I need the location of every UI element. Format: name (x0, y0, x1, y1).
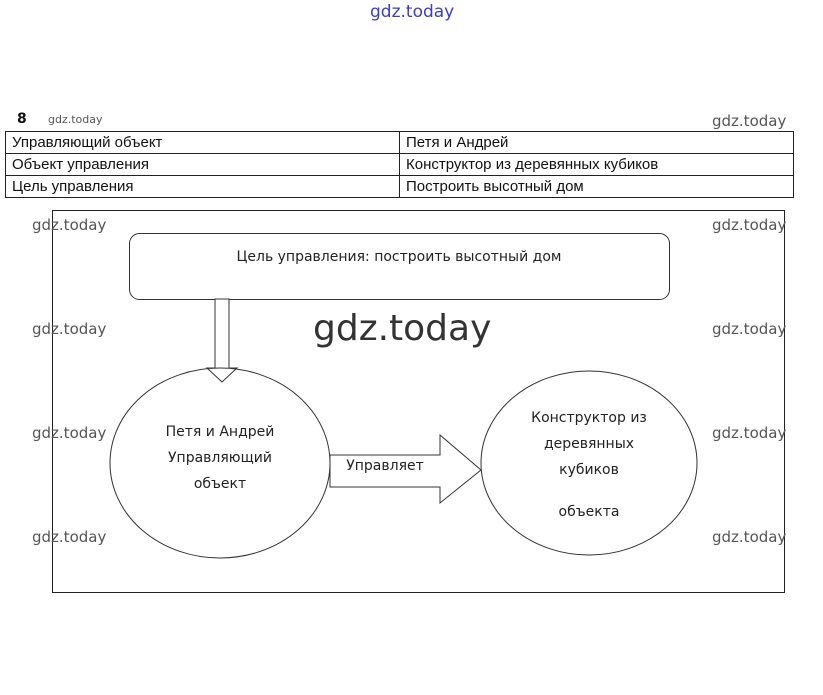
watermark: gdz.today (712, 528, 787, 546)
table-cell: Цель управления (5, 175, 400, 198)
watermark-top: gdz.today (370, 2, 455, 22)
right-circle-line: кубиков (559, 462, 619, 478)
watermark: gdz.today (712, 424, 787, 442)
watermark: gdz.today (32, 320, 107, 338)
left-circle-line: Управляющий (168, 450, 272, 466)
task-number: 8 (17, 111, 27, 127)
watermark: gdz.today (32, 528, 107, 546)
watermark: gdz.today (712, 112, 787, 130)
arrow-label: Управляет (346, 458, 424, 474)
watermark: gdz.today (32, 216, 107, 234)
table-cell: Петя и Андрей (399, 131, 794, 154)
down-arrow (205, 298, 239, 383)
watermark: gdz.today (32, 424, 107, 442)
right-circle-text: Конструктор из деревянных кубиков объект… (509, 405, 669, 525)
right-circle-line: Конструктор из (531, 410, 647, 426)
diagram-frame (52, 210, 785, 593)
goal-box (129, 233, 670, 300)
watermark: gdz.today (712, 320, 787, 338)
left-circle-line: Петя и Андрей (165, 424, 275, 440)
table-cell: Построить высотный дом (399, 175, 794, 198)
left-circle-text: Петя и Андрей Управляющий объект (140, 419, 300, 497)
right-circle-line: деревянных (543, 436, 635, 452)
right-circle (480, 370, 698, 556)
left-circle-line: объект (193, 476, 247, 492)
right-arrow (329, 433, 482, 505)
goal-text: Цель управления: построить высотный дом (236, 249, 562, 265)
watermark-center: gdz.today (313, 308, 492, 349)
watermark: gdz.today (712, 216, 787, 234)
right-circle-line: объекта (558, 504, 620, 520)
watermark-small: gdz.today (48, 113, 103, 126)
